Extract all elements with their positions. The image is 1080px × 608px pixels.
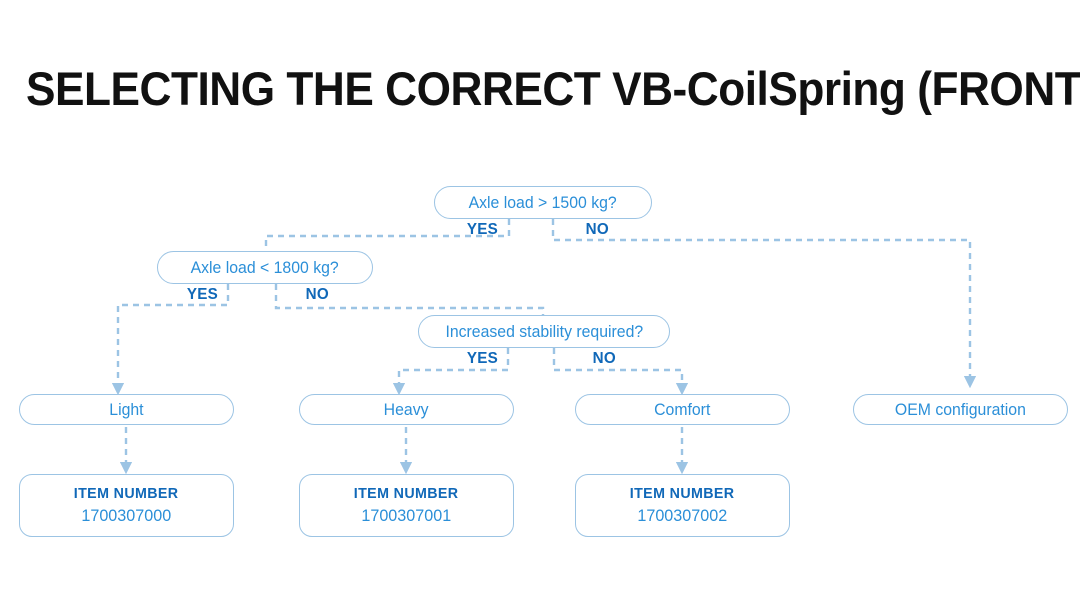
- branch-label-d1-yes: YES: [466, 221, 499, 238]
- item-number-card-light[interactable]: ITEM NUMBER 1700307000: [19, 474, 234, 537]
- item-number-value: 1700307000: [81, 506, 172, 525]
- item-number-heading: ITEM NUMBER: [74, 485, 179, 502]
- branch-label-d2-no: NO: [305, 286, 329, 303]
- decision-label: Increased stability required?: [445, 322, 643, 341]
- decision-node-increased-stability[interactable]: Increased stability required?: [418, 315, 670, 348]
- branch-label-d3-no: NO: [592, 350, 616, 367]
- decision-label: Axle load > 1500 kg?: [468, 193, 618, 212]
- result-label: Light: [109, 400, 144, 419]
- decision-node-axle-load-1800[interactable]: Axle load < 1800 kg?: [157, 251, 373, 284]
- result-label: Heavy: [384, 400, 429, 419]
- result-node-heavy[interactable]: Heavy: [299, 394, 514, 425]
- item-number-value: 1700307002: [637, 506, 728, 525]
- branch-label-d2-yes: YES: [186, 286, 219, 303]
- result-label: Comfort: [654, 400, 711, 419]
- item-number-value: 1700307001: [361, 506, 452, 525]
- item-number-card-comfort[interactable]: ITEM NUMBER 1700307002: [575, 474, 790, 537]
- result-node-comfort[interactable]: Comfort: [575, 394, 790, 425]
- item-number-card-heavy[interactable]: ITEM NUMBER 1700307001: [299, 474, 514, 537]
- item-number-heading: ITEM NUMBER: [630, 485, 735, 502]
- branch-label-d3-yes: YES: [466, 350, 499, 367]
- branch-label-d1-no: NO: [585, 221, 609, 238]
- result-label: OEM configuration: [895, 400, 1026, 419]
- item-number-heading: ITEM NUMBER: [354, 485, 459, 502]
- result-node-oem[interactable]: OEM configuration: [853, 394, 1068, 425]
- edge-d3-no-to-comfort: [552, 348, 689, 396]
- page-title: SELECTING THE CORRECT VB-CoilSpring (FRO…: [26, 62, 1080, 115]
- decision-label: Axle load < 1800 kg?: [190, 258, 340, 277]
- decision-node-axle-load-1500[interactable]: Axle load > 1500 kg?: [434, 186, 652, 219]
- result-node-light[interactable]: Light: [19, 394, 234, 425]
